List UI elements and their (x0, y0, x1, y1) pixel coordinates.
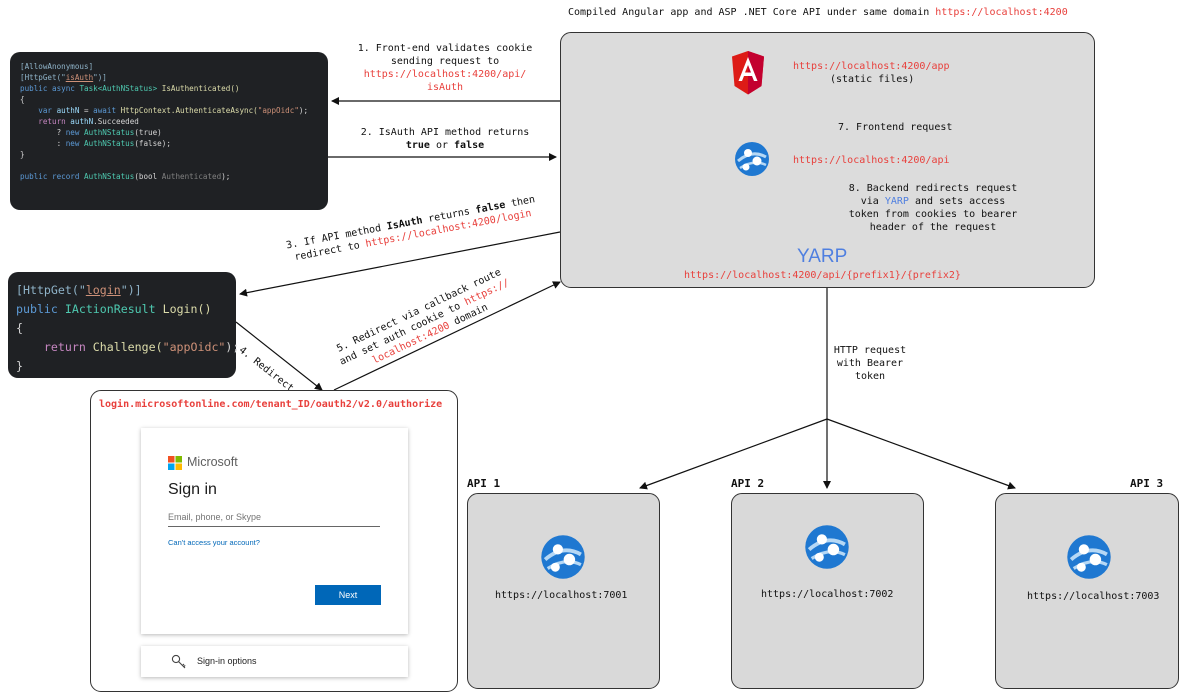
api3-url: https://localhost:7003 (1027, 591, 1160, 602)
code-panel-login: [HttpGet("login")] public IActionResult … (8, 272, 240, 378)
step7-label: 7. Frontend request (838, 122, 953, 133)
top-caption-text: Compiled Angular app and ASP .NET Core A… (568, 7, 936, 18)
step1-label: 1. Front-end validates cookie sending re… (357, 43, 533, 93)
azure-app-service-icon (735, 142, 769, 176)
azure-app-service-icon (805, 525, 849, 569)
ms-signin-options[interactable]: Sign-in options (141, 646, 408, 677)
server-box (560, 32, 1095, 288)
code-line: [HttpGet("login")] (16, 283, 142, 297)
arrow-api3 (826, 418, 1016, 490)
ms-signin-options-label: Sign-in options (197, 656, 257, 666)
code-line: return authN.Succeeded (20, 117, 139, 126)
ms-cant-access-link[interactable]: Can't access your account? (168, 538, 260, 547)
api2-title: API 2 (731, 477, 765, 490)
yarp-title: YARP (797, 246, 848, 267)
top-caption-url: https://localhost:4200 (935, 7, 1068, 18)
ms-next-button[interactable]: Next (315, 585, 381, 605)
arrow-step3 (239, 231, 561, 297)
angular-app-sub: (static files) (830, 74, 915, 85)
code-line: { (16, 321, 23, 335)
key-icon (171, 654, 186, 669)
api1-title: API 1 (467, 477, 501, 490)
ms-login-box: login.microsoftonline.com/tenant_ID/oaut… (90, 390, 458, 692)
code-line: } (16, 359, 23, 373)
code-line: return Challenge("appOidc"); (16, 340, 240, 354)
ms-brand: Microsoft (187, 455, 238, 469)
azure-app-service-icon (541, 535, 585, 579)
step2-label: 2. IsAuth API method returns true or fal… (360, 127, 530, 151)
http-request-label: HTTP request with Bearer token (833, 345, 907, 382)
code-line: public async Task<AuthNStatus> IsAuthent… (20, 84, 240, 93)
api-url: https://localhost:4200/api (793, 155, 950, 166)
microsoft-logo-icon (168, 456, 182, 470)
api3-title: API 3 (1130, 477, 1164, 490)
yarp-url: https://localhost:4200/api/{prefix1}/{pr… (684, 270, 961, 281)
arrow-api1 (639, 418, 828, 490)
ms-signin-card: Microsoft Sign in Can't access your acco… (141, 428, 408, 634)
ms-email-input[interactable] (168, 508, 380, 527)
api3-box: https://localhost:7003 (995, 493, 1179, 689)
code-line: public record AuthNStatus(bool Authentic… (20, 172, 231, 181)
top-caption: Compiled Angular app and ASP .NET Core A… (568, 6, 1068, 19)
api1-box: https://localhost:7001 (467, 493, 660, 689)
code-line: { (20, 95, 25, 104)
code-line: : new AuthNStatus(false); (20, 139, 171, 148)
code-line: [AllowAnonymous] (20, 62, 94, 71)
api2-url: https://localhost:7002 (761, 589, 894, 600)
code-line: public IActionResult Login() (16, 302, 212, 316)
api1-url: https://localhost:7001 (495, 590, 628, 601)
ms-signin-heading: Sign in (168, 481, 217, 498)
code-line: var authN = await HttpContext.Authentica… (20, 106, 309, 115)
azure-app-service-icon (1067, 535, 1111, 579)
ms-login-url: login.microsoftonline.com/tenant_ID/oaut… (99, 399, 443, 410)
code-line: [HttpGet("isAuth")] (20, 73, 107, 82)
step8-label: 8. Backend redirects request via YARP an… (848, 183, 1018, 233)
code-line (20, 160, 318, 171)
api2-box: https://localhost:7002 (731, 493, 924, 689)
arrow-step4 (235, 321, 323, 391)
code-line: } (20, 150, 25, 159)
code-panel-isauth: [AllowAnonymous] [HttpGet("isAuth")] pub… (10, 52, 328, 210)
angular-logo-icon (732, 51, 764, 95)
angular-app-url: https://localhost:4200/app (793, 61, 950, 72)
arrow-step5 (333, 281, 561, 391)
code-line: ? new AuthNStatus(true) (20, 128, 162, 137)
